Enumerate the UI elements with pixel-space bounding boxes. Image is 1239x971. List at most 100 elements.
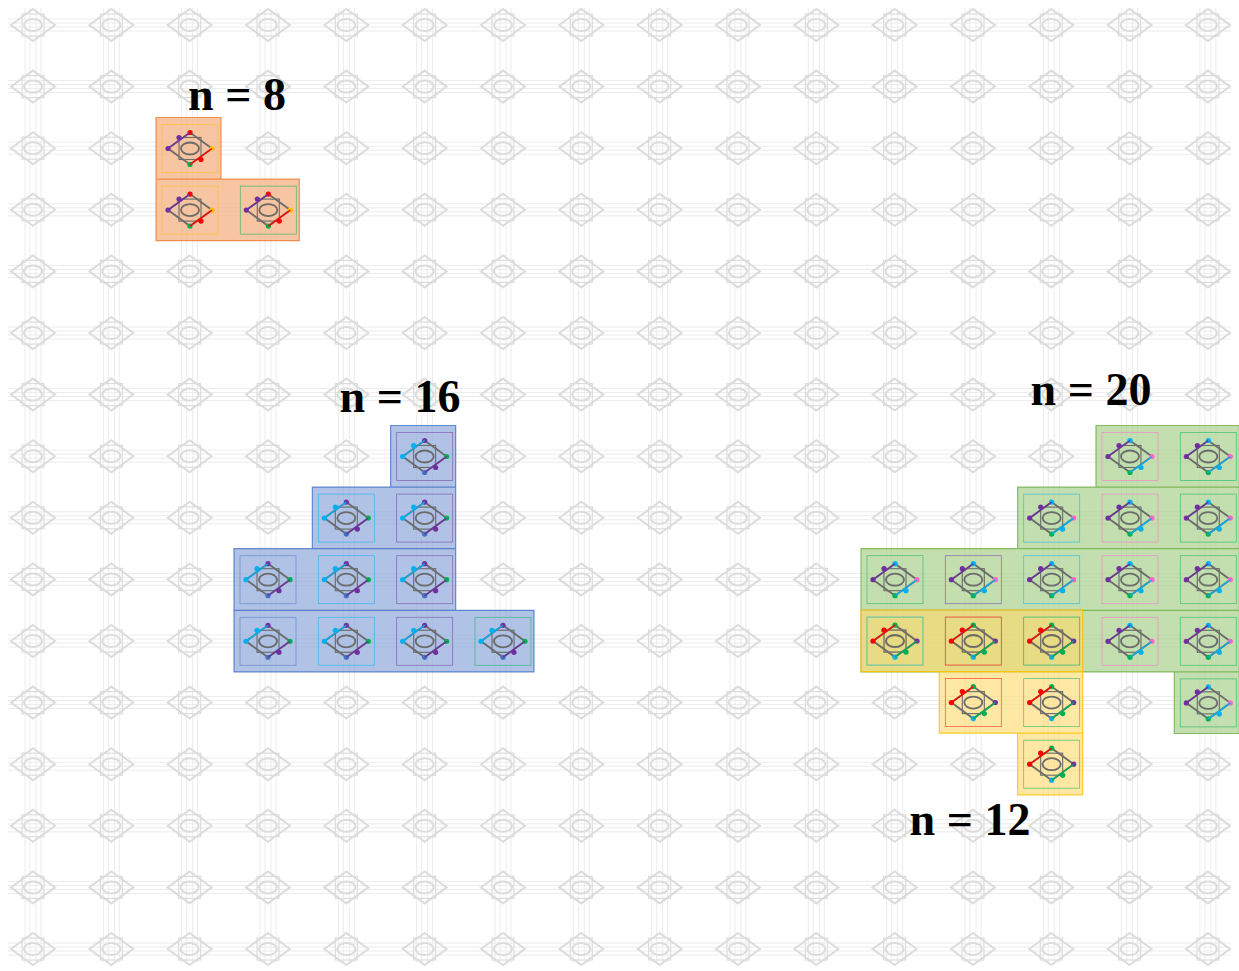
cell-diamond xyxy=(951,687,995,719)
region-fill xyxy=(861,425,1239,733)
cell-square xyxy=(179,260,201,282)
qubit-edge xyxy=(403,440,425,456)
unit-cell-symbol xyxy=(403,871,447,903)
cell-coupler-box xyxy=(1023,740,1079,788)
cell-square xyxy=(1197,384,1219,406)
cell-ring xyxy=(494,573,512,585)
cell-diamond xyxy=(89,440,133,472)
cell-coupler-box xyxy=(1023,679,1079,727)
cell-ring xyxy=(1121,142,1139,154)
cell-diamond xyxy=(951,748,995,780)
cell-square xyxy=(805,199,827,221)
cell-ring xyxy=(1199,573,1217,585)
unit-cell-symbol xyxy=(1186,810,1230,842)
cell-square xyxy=(727,199,749,221)
cell-coupler-box xyxy=(318,494,374,542)
unit-cell-symbol xyxy=(1029,255,1073,287)
cell-diamond xyxy=(11,625,55,657)
cell-square xyxy=(335,815,357,837)
cell-ring xyxy=(964,573,982,585)
cell-diamond xyxy=(403,440,447,472)
cell-square xyxy=(257,938,279,960)
cell-ring xyxy=(729,450,747,462)
cell-ring xyxy=(259,204,277,216)
cell-diamond xyxy=(246,563,290,595)
unit-cell-symbol xyxy=(11,810,55,842)
cell-diamond xyxy=(11,748,55,780)
cell-diamond xyxy=(246,440,290,472)
cell-square xyxy=(727,692,749,714)
cell-square xyxy=(335,938,357,960)
unit-cell-symbol xyxy=(11,625,55,657)
unit-cell-symbol xyxy=(1108,71,1152,103)
cell-diamond xyxy=(794,810,838,842)
cell-square xyxy=(727,507,749,529)
cell-diamond xyxy=(324,871,368,903)
cell-ring xyxy=(1121,635,1139,647)
cell-ring xyxy=(337,450,355,462)
cell-square xyxy=(100,260,122,282)
cell-diamond xyxy=(559,563,603,595)
cell-coupler-box xyxy=(1102,555,1158,603)
cell-diamond xyxy=(1186,255,1230,287)
qubit-edge xyxy=(1186,687,1208,703)
unit-cell-symbol xyxy=(559,810,603,842)
cell-ring xyxy=(337,758,355,770)
cell-square xyxy=(805,14,827,36)
cell-ring xyxy=(1042,881,1060,893)
cell-square xyxy=(414,630,436,652)
cell-diamond xyxy=(716,625,760,657)
cell-ring xyxy=(651,697,669,709)
unit-cell-symbol xyxy=(1105,622,1154,659)
cell-diamond xyxy=(481,625,525,657)
cell-square xyxy=(884,445,906,467)
cell-ring xyxy=(651,450,669,462)
cell-square xyxy=(1040,260,1062,282)
cell-square xyxy=(414,199,436,221)
cell-ring xyxy=(1042,142,1060,154)
cell-ring xyxy=(807,820,825,832)
unit-cell-symbol xyxy=(89,563,133,595)
cell-diamond xyxy=(559,379,603,411)
cell-diamond xyxy=(324,625,368,657)
cell-coupler-box xyxy=(1023,494,1079,542)
cell-diamond xyxy=(1186,71,1230,103)
cell-ring xyxy=(1199,204,1217,216)
unit-cell-symbol xyxy=(638,502,682,534)
cell-coupler-box xyxy=(867,555,923,603)
cell-diamond xyxy=(168,687,212,719)
cell-diamond xyxy=(794,933,838,965)
coupler-line xyxy=(8,823,1231,824)
cell-square xyxy=(22,753,44,775)
cell-square xyxy=(1197,199,1219,221)
cell-ring xyxy=(1121,881,1139,893)
qubit-edge xyxy=(246,625,268,641)
region-cells xyxy=(867,617,1080,788)
qubit-edge xyxy=(1029,502,1051,518)
cell-square xyxy=(962,384,984,406)
cell-ring xyxy=(1199,142,1217,154)
cell-ring xyxy=(181,204,199,216)
unit-cell-symbol xyxy=(873,379,917,411)
unit-cell-symbol xyxy=(246,317,290,349)
cell-diamond xyxy=(1186,502,1230,534)
unit-cell-symbol xyxy=(873,933,917,965)
cell-ring xyxy=(729,327,747,339)
cell-ring xyxy=(102,635,120,647)
unit-cell-symbol xyxy=(89,132,133,164)
cell-ring xyxy=(807,573,825,585)
cell-diamond xyxy=(168,810,212,842)
cell-ring xyxy=(807,81,825,93)
cell-diamond xyxy=(11,933,55,965)
unit-cell-symbol xyxy=(246,502,290,534)
cell-diamond xyxy=(1029,748,1073,780)
cell-square xyxy=(492,384,514,406)
cell-diamond xyxy=(794,625,838,657)
cell-diamond xyxy=(11,810,55,842)
cell-square xyxy=(1040,507,1062,529)
cell-ring xyxy=(337,142,355,154)
cell-square xyxy=(805,815,827,837)
cell-square xyxy=(414,14,436,36)
cell-square xyxy=(100,445,122,467)
unit-cell-symbol xyxy=(638,379,682,411)
